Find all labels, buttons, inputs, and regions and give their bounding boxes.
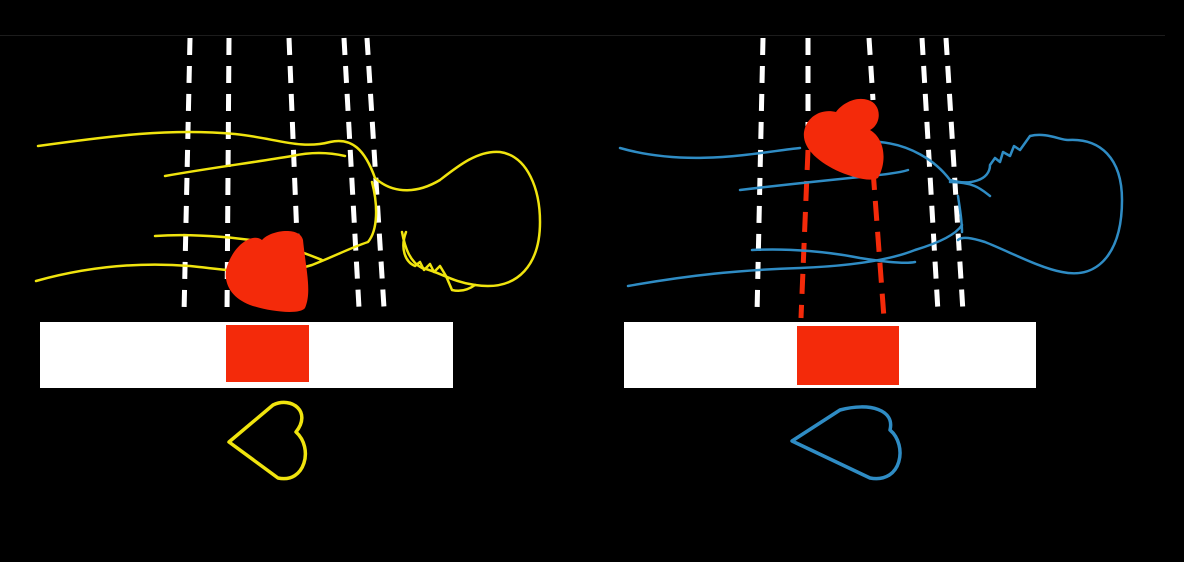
left-beam-3 [286, 37, 300, 239]
left-heart-shadow [226, 325, 309, 382]
right-shoulder-line [948, 180, 992, 234]
right-heart-organ [803, 98, 884, 180]
left-beam-1 [181, 37, 193, 315]
right-shadow-projection [798, 149, 887, 319]
left-chest-line [34, 180, 378, 283]
right-beam-4 [919, 37, 941, 313]
heart-outline-icon [227, 400, 307, 481]
right-panel [618, 37, 1124, 481]
left-panel [34, 37, 542, 481]
right-heart-shadow [797, 326, 899, 385]
left-back-line [36, 130, 542, 288]
left-heart-organ [225, 230, 309, 312]
right-projection-right [870, 169, 887, 319]
right-arm-line [738, 168, 910, 192]
right-projection-left [798, 149, 811, 319]
left-back-inner [163, 151, 347, 178]
right-beam-3 [866, 37, 876, 101]
left-face-profile [402, 230, 477, 293]
right-xray-beams [754, 37, 966, 315]
right-beam-5 [943, 37, 966, 313]
left-beam-4 [341, 37, 362, 309]
heart-outline-icon [790, 405, 902, 481]
right-beam-1 [754, 37, 766, 315]
right-back-line [626, 223, 964, 288]
left-beam-5 [364, 37, 387, 309]
top-divider [0, 35, 1165, 36]
